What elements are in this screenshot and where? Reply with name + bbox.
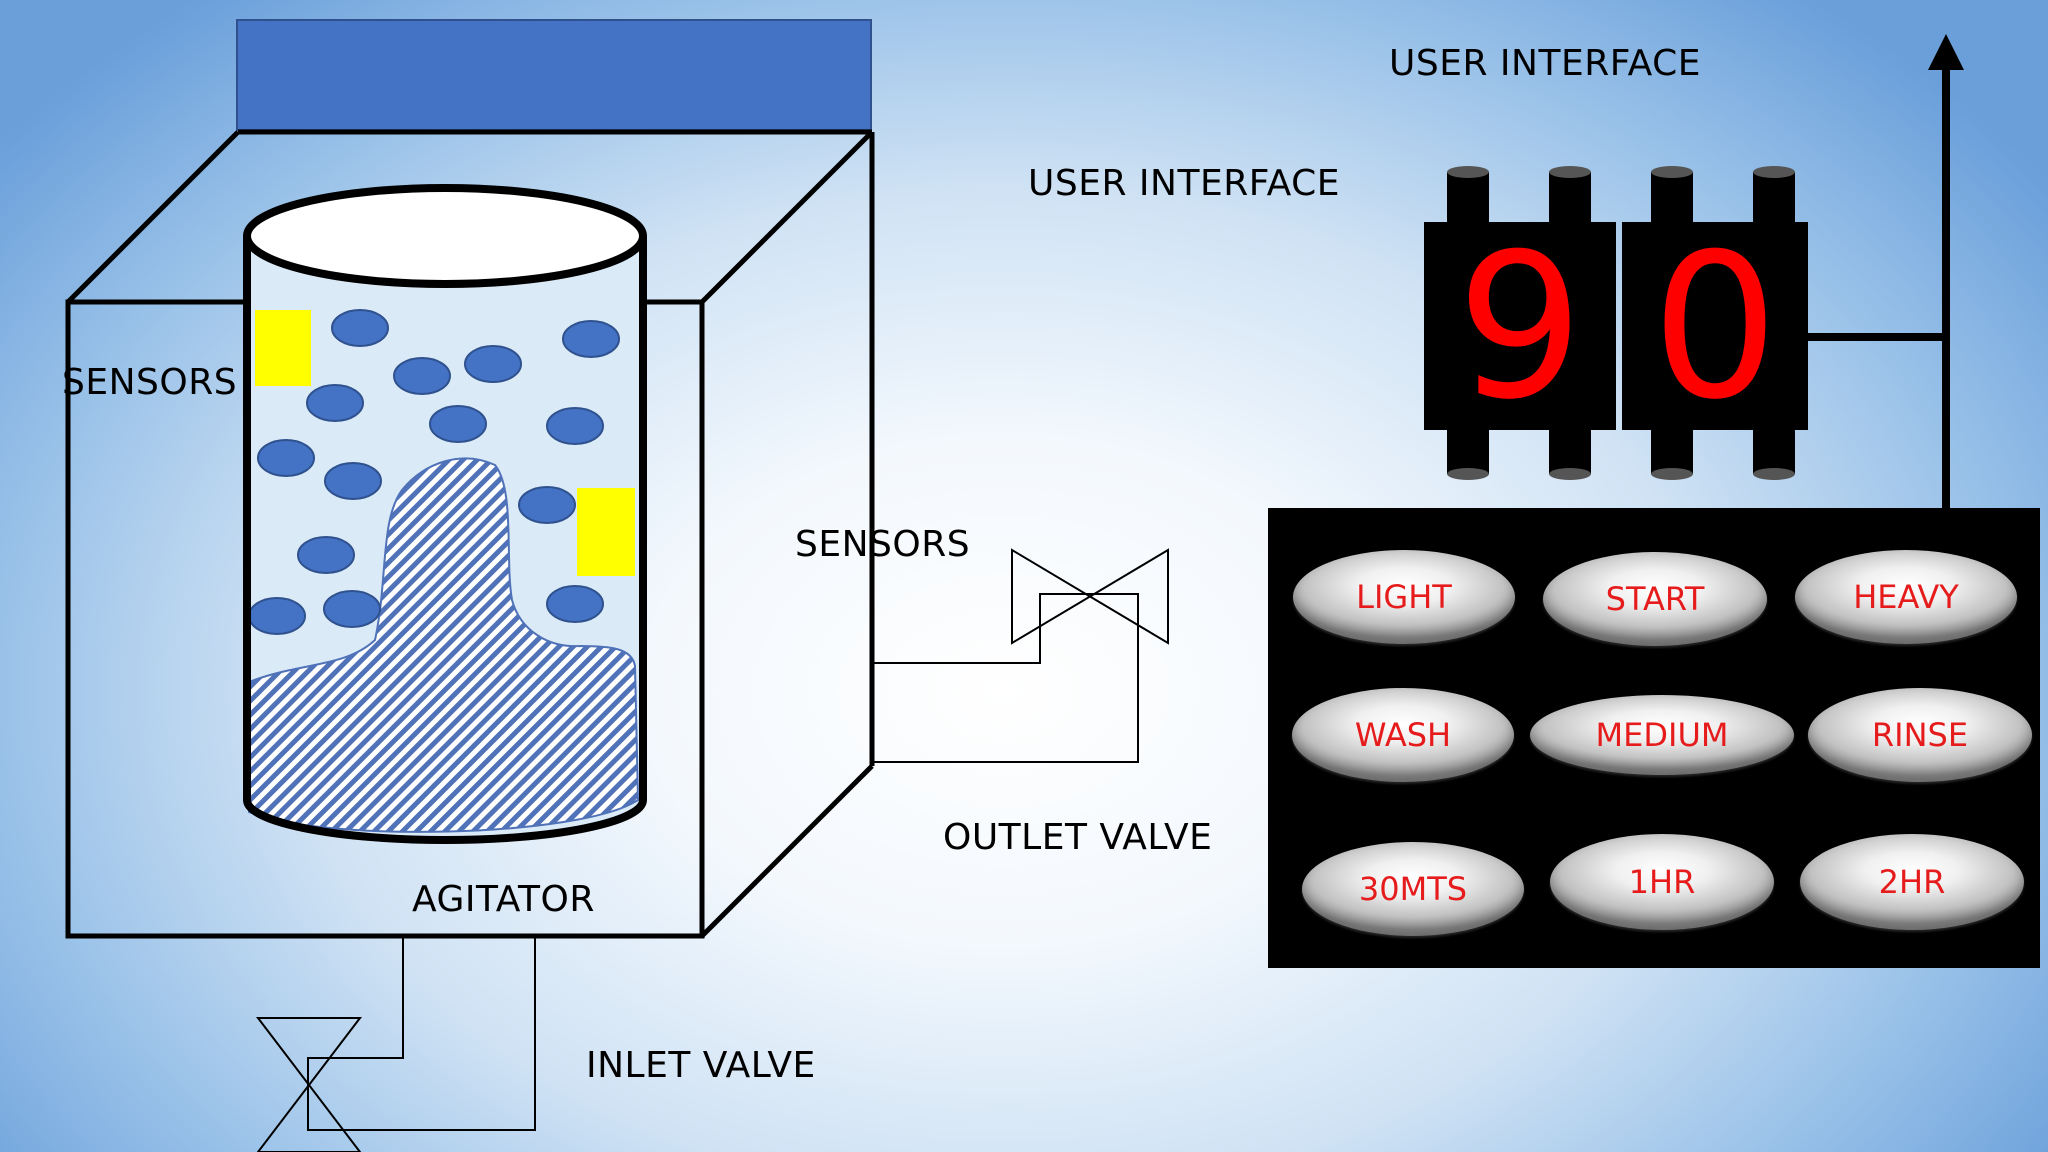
outlet-valve-symbol	[1011, 548, 1169, 645]
bubble	[464, 345, 522, 383]
outlet-pipe	[873, 593, 1139, 763]
label-agitator: AGITATOR	[412, 879, 595, 920]
bubble	[248, 597, 306, 635]
display-connector	[1808, 66, 1950, 508]
inlet-pipe	[307, 936, 536, 1131]
display-pins-top	[1447, 166, 1795, 224]
bubble	[546, 407, 604, 445]
heavy-button[interactable]: HEAVY	[1795, 550, 2017, 644]
bubble	[306, 384, 364, 422]
bubble	[393, 357, 451, 395]
bubble	[518, 486, 576, 524]
machine-lid	[236, 19, 872, 131]
display-digit-ones: 0	[1651, 211, 1779, 444]
inlet-valve-symbol	[255, 1017, 363, 1152]
water-bubbles	[248, 309, 620, 635]
display-pins-bottom	[1447, 428, 1795, 480]
label-sensors-left: SENSORS	[62, 362, 238, 403]
sensor-right	[577, 488, 635, 576]
sensor-left	[255, 310, 311, 386]
rinse-button[interactable]: RINSE	[1808, 688, 2032, 782]
bubble	[323, 590, 381, 628]
2hr-button[interactable]: 2HR	[1800, 834, 2024, 930]
light-button[interactable]: LIGHT	[1293, 550, 1515, 644]
label-user-interface-mid: USER INTERFACE	[1028, 163, 1340, 204]
bubble	[331, 309, 389, 347]
bubble	[324, 462, 382, 500]
bubble	[297, 536, 355, 574]
arrow-up-icon	[1928, 34, 1964, 70]
wash-button[interactable]: WASH	[1292, 688, 1514, 782]
bubble	[562, 320, 620, 358]
bubble	[429, 405, 487, 443]
display-module-left	[1424, 222, 1616, 430]
30mts-button[interactable]: 30MTS	[1302, 842, 1524, 936]
bubble	[546, 585, 604, 623]
display-digit-tens: 9	[1456, 211, 1584, 444]
label-sensors-right: SENSORS	[795, 524, 971, 565]
label-inlet-valve: INLET VALVE	[586, 1045, 816, 1086]
label-user-interface-top: USER INTERFACE	[1389, 43, 1701, 84]
1hr-button[interactable]: 1HR	[1550, 834, 1774, 930]
display-module-right	[1622, 222, 1808, 430]
digit-display	[1424, 166, 1808, 480]
medium-button[interactable]: MEDIUM	[1530, 695, 1794, 775]
label-outlet-valve: OUTLET VALVE	[943, 817, 1213, 858]
start-button[interactable]: START	[1543, 552, 1767, 646]
drum	[243, 184, 647, 844]
bubble	[257, 439, 315, 477]
